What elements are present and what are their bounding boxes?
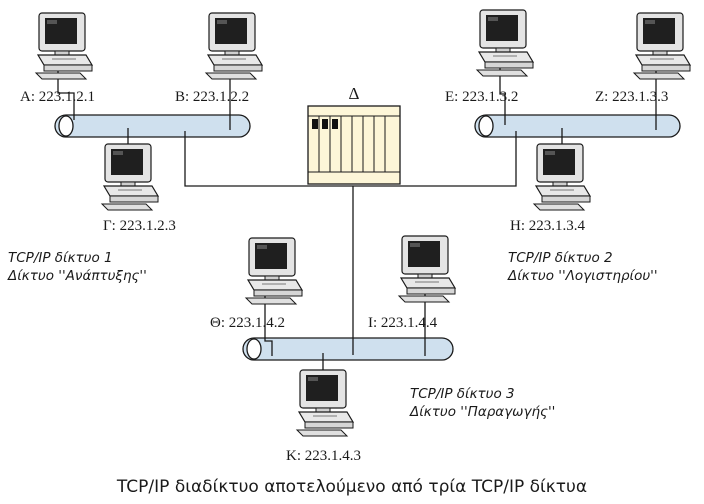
network-1-description: Δίκτυο ''Ανάπτυξης'' (7, 268, 147, 284)
network-3-label: TCP/IP δίκτυο 3 Δίκτυο ''Παραγωγής'' (409, 386, 555, 420)
desktop-computer-icon (533, 143, 591, 211)
host-a-label: A: 223.1.2.1 (20, 89, 95, 105)
host-g-label: Γ: 223.1.2.3 (103, 218, 176, 234)
host-h-label: H: 223.1.3.4 (510, 218, 586, 234)
network-1-name: TCP/IP δίκτυο 1 (8, 250, 113, 266)
desktop-computer-icon (398, 235, 456, 303)
desktop-computer-icon (101, 143, 159, 211)
figure-caption: TCP/IP διαδίκτυο αποτελούμενο από τρία T… (116, 477, 587, 497)
host-g: Γ: 223.1.2.3 (101, 143, 176, 234)
host-th: Θ: 223.1.4.2 (210, 237, 303, 331)
host-k-label: K: 223.1.4.3 (286, 448, 361, 464)
desktop-computer-icon (476, 9, 534, 77)
host-i: I: 223.1.4.4 (368, 235, 456, 331)
host-th-label: Θ: 223.1.4.2 (210, 315, 285, 331)
host-b-label: B: 223.1.2.2 (175, 89, 249, 105)
host-a: A: 223.1.2.1 (20, 12, 95, 105)
network-3-description: Δίκτυο ''Παραγωγής'' (409, 404, 555, 420)
desktop-computer-icon (296, 369, 354, 437)
host-e-label: E: 223.1.3.2 (445, 89, 518, 105)
host-k: K: 223.1.4.3 (286, 369, 361, 464)
host-b: B: 223.1.2.2 (175, 12, 263, 105)
network-1-bus (54, 114, 251, 138)
host-z: Z: 223.1.3.3 (595, 12, 691, 105)
desktop-computer-icon (205, 12, 263, 80)
router-icon: Δ (307, 84, 401, 185)
network-3-bus (242, 337, 454, 361)
host-h: H: 223.1.3.4 (510, 143, 591, 234)
network-2-bus (474, 114, 681, 138)
host-e: E: 223.1.3.2 (445, 9, 534, 105)
desktop-computer-icon (633, 12, 691, 80)
network-1-label: TCP/IP δίκτυο 1 Δίκτυο ''Ανάπτυξης'' (7, 250, 147, 284)
network-2-label: TCP/IP δίκτυο 2 Δίκτυο ''Λογιστηρίου'' (507, 250, 658, 284)
desktop-computer-icon (35, 12, 93, 80)
network-3-name: TCP/IP δίκτυο 3 (410, 386, 515, 402)
network-wires (57, 66, 657, 373)
desktop-computer-icon (245, 237, 303, 305)
host-i-label: I: 223.1.4.4 (368, 315, 438, 331)
network-2-name: TCP/IP δίκτυο 2 (508, 250, 613, 266)
router-label: Δ (349, 84, 360, 103)
host-z-label: Z: 223.1.3.3 (595, 89, 668, 105)
network-2-description: Δίκτυο ''Λογιστηρίου'' (507, 268, 658, 284)
